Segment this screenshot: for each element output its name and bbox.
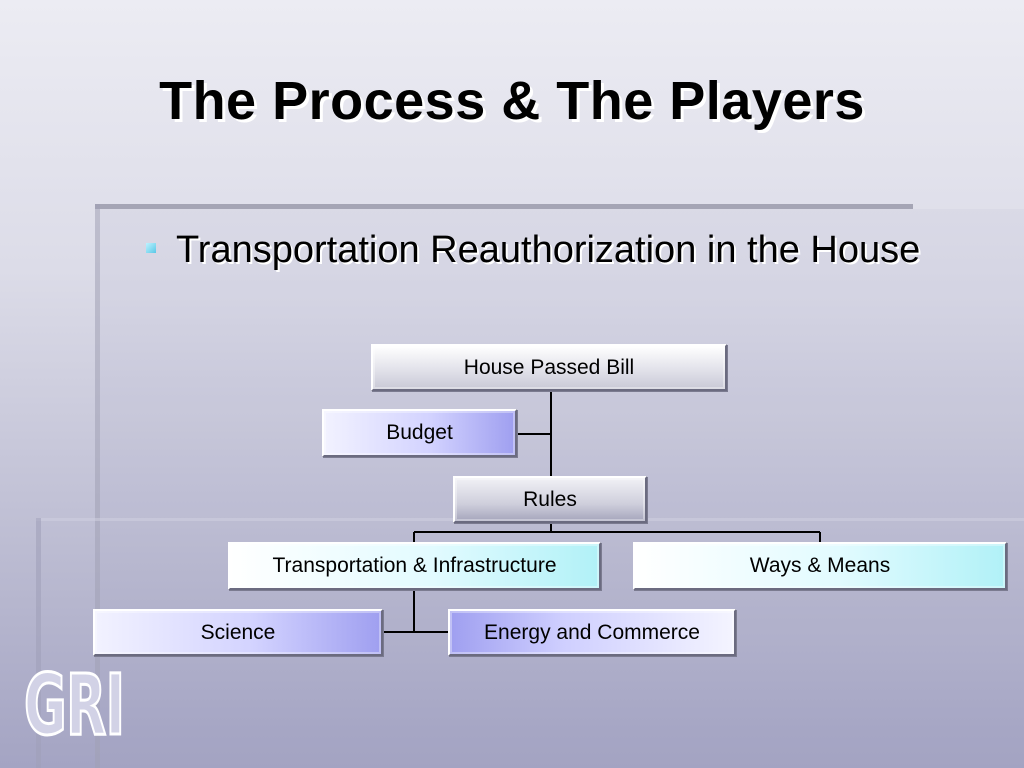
science-label: Science [200,620,276,644]
bullet-marker-icon [146,243,156,253]
rules-box: Rules [453,476,647,523]
ways-means-box: Ways & Means [633,542,1007,590]
bullet-text: Transportation Reauthorization in the Ho… [176,229,921,271]
decorative-left-rule [95,204,100,768]
transportation-infrastructure-label: Transportation & Infrastructure [272,554,557,577]
budget-label: Budget [386,421,453,444]
house-passed-bill-box: House Passed Bill [371,344,727,391]
decorative-top-rule [95,204,913,209]
gri-logo: GRI [23,656,126,754]
budget-box: Budget [322,409,517,457]
ways-means-label: Ways & Means [749,554,891,577]
house-passed-bill-label: House Passed Bill [463,355,635,379]
decorative-left-rule-lower [36,518,41,768]
energy-commerce-box: Energy and Commerce [448,609,736,656]
science-box: Science [93,609,383,656]
slide-title: The Process & The Players [159,71,865,131]
transportation-infrastructure-box: Transportation & Infrastructure [228,542,601,590]
energy-commerce-label: Energy and Commerce [484,620,700,644]
rules-label: Rules [523,487,577,511]
